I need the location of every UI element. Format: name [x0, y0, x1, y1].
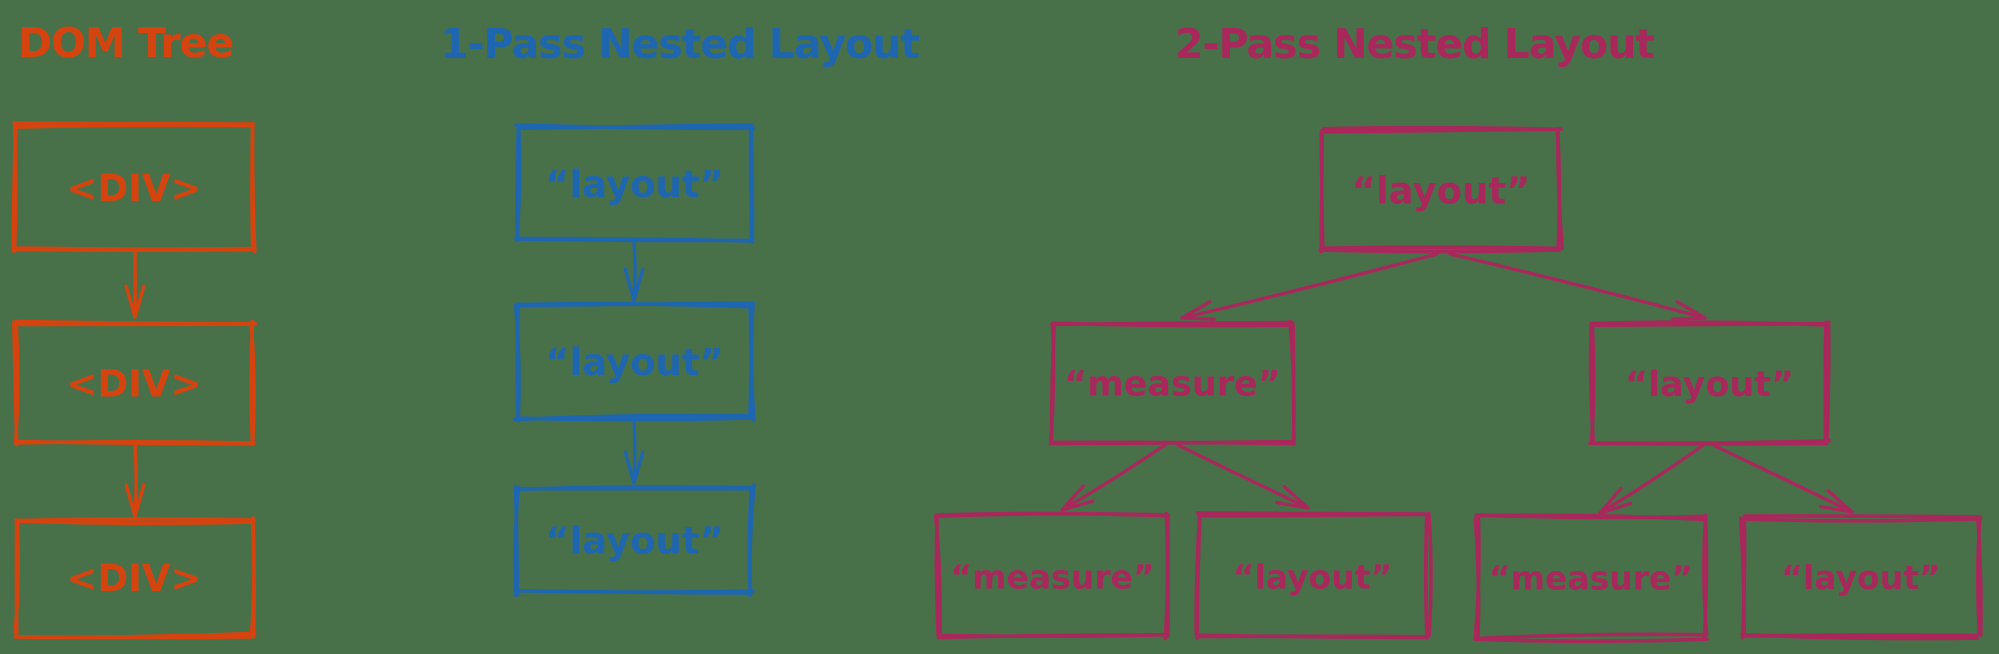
arrow-icon	[1060, 443, 1167, 512]
node-label: “layout”	[545, 163, 724, 206]
two-pass-leaf-4: “layout”	[1738, 514, 1983, 641]
dom-tree-title: DOM Tree	[18, 19, 233, 67]
node-box	[11, 121, 257, 254]
two-pass-leaf-1: “measure”	[933, 511, 1171, 641]
two-pass-title: 2-Pass Nested Layout	[1175, 20, 1654, 68]
node-box	[13, 516, 257, 640]
two-pass-root: “layout”	[1318, 125, 1564, 254]
node-box	[1318, 125, 1564, 254]
one-pass-node-2: “layout”	[512, 301, 756, 423]
node-label: “layout”	[1625, 365, 1794, 405]
node-label: “layout”	[545, 341, 724, 384]
arrow-icon	[623, 418, 645, 485]
one-pass-title: 1-Pass Nested Layout	[440, 20, 919, 68]
arrow-icon	[1176, 443, 1310, 510]
node-box	[1048, 319, 1296, 446]
node-label: “layout”	[1781, 558, 1940, 597]
arrow-icon	[1598, 444, 1704, 515]
two-pass-child-layout: “layout”	[1588, 320, 1831, 446]
node-label: “measure”	[1064, 365, 1281, 405]
node-box	[1588, 320, 1831, 446]
node-label: “layout”	[545, 520, 724, 563]
arrow-icon	[124, 250, 146, 319]
arrow-icon	[1448, 252, 1707, 321]
arrow-icon	[124, 444, 146, 518]
dom-tree-node-1: <DIV>	[11, 121, 257, 254]
node-box	[1738, 514, 1983, 641]
dom-tree-node-2: <DIV>	[12, 319, 257, 447]
node-label: <DIV>	[66, 557, 201, 600]
two-pass-leaf-2: “layout”	[1194, 511, 1433, 640]
node-box	[1473, 513, 1709, 643]
node-label: “layout”	[1352, 170, 1531, 213]
node-label: <DIV>	[66, 363, 201, 406]
node-label: “measure”	[1489, 559, 1693, 598]
node-box	[12, 319, 257, 447]
arrow-icon	[1180, 252, 1439, 321]
node-box	[513, 483, 756, 598]
node-box	[513, 122, 756, 245]
node-label: “layout”	[1233, 558, 1392, 597]
two-pass-child-measure: “measure”	[1048, 319, 1296, 446]
node-box	[1194, 511, 1433, 640]
dom-tree-node-3: <DIV>	[13, 516, 257, 640]
one-pass-node-1: “layout”	[513, 122, 756, 245]
node-box	[933, 511, 1171, 641]
arrow-icon	[623, 241, 645, 302]
node-label: <DIV>	[66, 167, 201, 210]
node-label: “measure”	[950, 558, 1154, 597]
two-pass-leaf-3: “measure”	[1473, 513, 1709, 643]
one-pass-node-3: “layout”	[513, 483, 756, 598]
arrow-icon	[1713, 444, 1854, 514]
